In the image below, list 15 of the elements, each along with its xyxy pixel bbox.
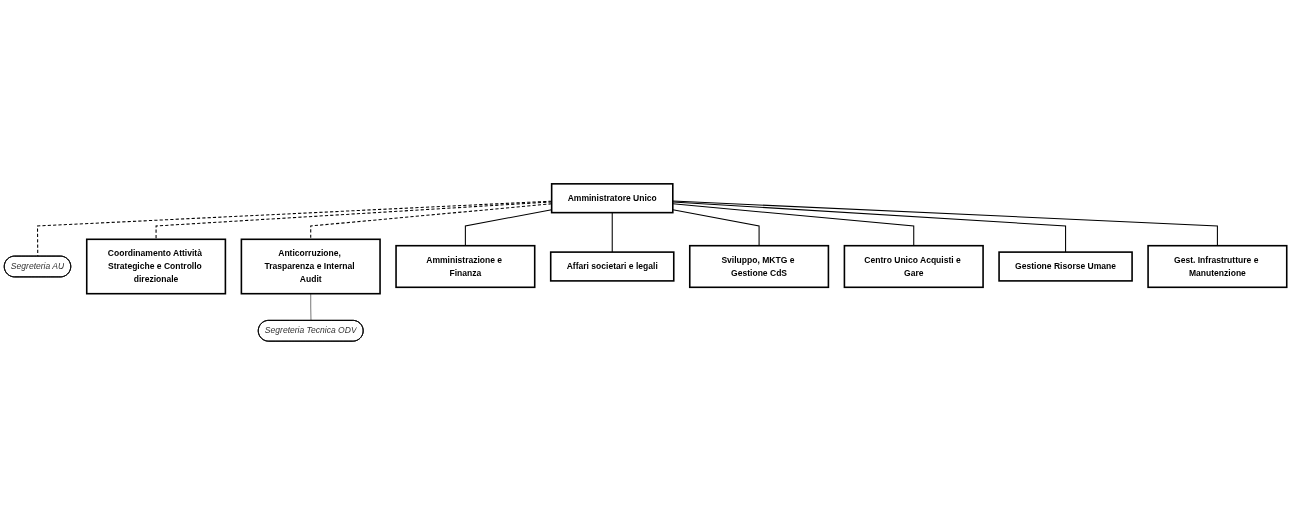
connector xyxy=(672,209,760,247)
node-box: Centro Unico Acquisti e Gare xyxy=(843,244,984,289)
connector xyxy=(310,293,312,322)
node-box: Anticorruzione, Trasparenza e Internal Audit xyxy=(240,238,381,295)
node-box: Affari societari e legali xyxy=(549,251,675,282)
node-box: Amministratore Unico xyxy=(550,183,674,214)
node-box: Gestione Risorse Umane xyxy=(998,251,1133,282)
connector xyxy=(611,212,613,253)
node-box: Amministrazione e Finanza xyxy=(395,244,536,289)
node-box: Coordinamento Attività Strategiche e Controllo direzionale xyxy=(85,238,227,295)
connector xyxy=(672,203,915,247)
node-box: Sviluppo, MKTG e Gestione CdS xyxy=(688,244,830,289)
connector xyxy=(672,201,1067,253)
connector xyxy=(672,200,1218,247)
node-box: Gest. Infrastrutture e Manutenzione xyxy=(1147,244,1288,289)
